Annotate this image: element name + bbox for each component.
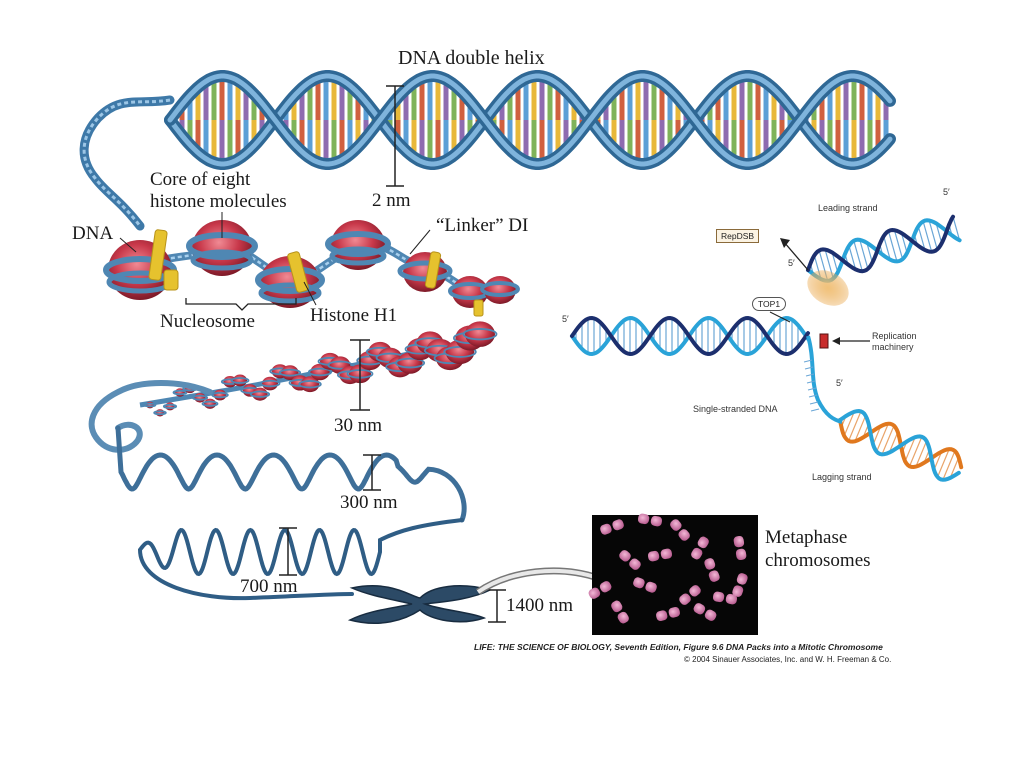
width-marker-1400nm (488, 590, 506, 622)
fork-strand (572, 318, 808, 354)
single-stranded-label: Single-stranded DNA (693, 404, 778, 414)
fourteen-hundred-nm-label: 1400 nm (506, 596, 573, 616)
five-prime-label-2: 5′ (788, 258, 795, 268)
fiber-30nm (140, 321, 497, 416)
loop-domain (92, 383, 210, 450)
two-nm-label: 2 nm (372, 191, 411, 211)
fork-base-pair (849, 411, 861, 441)
nucleosome-7 (482, 276, 518, 304)
fiber-nucleosome (214, 390, 227, 401)
fork-strand (808, 217, 953, 272)
replication-machinery (820, 334, 828, 348)
linker-dna-label: “Linker” DI (436, 216, 528, 236)
five-prime-label-1: 5′ (943, 187, 950, 197)
fiber-nucleosome (465, 321, 495, 347)
fiber-nucleosome (194, 393, 205, 403)
dna-double-helix-label: DNA double helix (398, 48, 545, 68)
fiber-nucleosome (146, 402, 154, 409)
fiber-nucleosome (165, 402, 174, 410)
replication-machinery-line1: Replication (872, 331, 917, 341)
fiber-700nm (140, 520, 462, 598)
thirty-nm-label: 30 nm (334, 416, 382, 436)
fiber-nucleosome (262, 377, 278, 391)
seven-hundred-nm-label: 700 nm (240, 577, 298, 597)
lagging-strand-label: Lagging strand (812, 472, 872, 482)
five-prime-label-4: 5′ (836, 378, 843, 388)
figure-credit-line2: © 2004 Sinauer Associates, Inc. and W. H… (684, 655, 891, 664)
histone-h1-label: Histone H1 (310, 306, 397, 326)
metaphase-label-line2: chromosomes (765, 551, 871, 571)
core-label-line1: Core of eight (150, 170, 250, 190)
metaphase-label-line1: Metaphase (765, 528, 847, 548)
fiber-nucleosome (204, 399, 216, 409)
fiber-nucleosome (252, 388, 267, 401)
leading-strand-label: Leading strand (818, 203, 878, 213)
fork-base-pair (910, 437, 922, 467)
three-hundred-nm-label: 300 nm (340, 493, 398, 513)
metaphase-micrograph (587, 513, 758, 635)
top1-label: TOP1 (752, 297, 786, 311)
figure-credit-line1: LIFE: THE SCIENCE OF BIOLOGY, Seventh Ed… (474, 642, 883, 652)
replication-machinery-line2: machinery (872, 342, 914, 352)
linker-leader-line (410, 230, 430, 254)
five-prime-label-3: 5′ (562, 314, 569, 324)
nucleosome-label: Nucleosome (160, 312, 255, 332)
fiber-nucleosome (233, 375, 247, 387)
repdsb-label: RepDSB (716, 229, 759, 243)
dna-label: DNA (72, 224, 113, 244)
fiber-nucleosome (156, 409, 165, 416)
core-label-line2: histone molecules (150, 192, 287, 212)
nucleosome-4 (328, 220, 388, 270)
